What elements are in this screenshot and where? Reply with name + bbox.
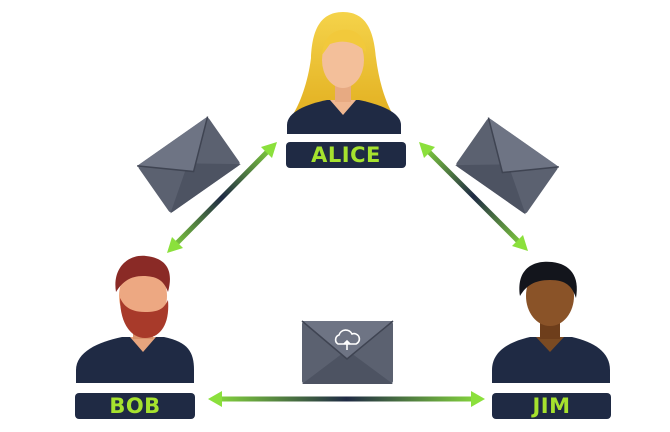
envelope-icon [137, 116, 241, 214]
arrow-alice-bob [167, 142, 277, 253]
avatar-bob [76, 255, 194, 383]
name-text: ALICE [311, 143, 381, 167]
avatar-jim [492, 261, 610, 383]
name-text: JIM [532, 394, 571, 418]
arrow-alice-jim [419, 142, 528, 251]
name-text: BOB [109, 394, 161, 418]
envelope-icon [301, 320, 394, 384]
arrow-bob-jim [208, 391, 485, 407]
name-label-jim: JIM [492, 393, 611, 419]
name-label-bob: BOB [75, 393, 195, 419]
name-label-alice: ALICE [286, 142, 406, 168]
cloud-upload-icon [334, 329, 361, 350]
avatar-alice [287, 12, 401, 134]
envelope-icon [455, 117, 559, 215]
